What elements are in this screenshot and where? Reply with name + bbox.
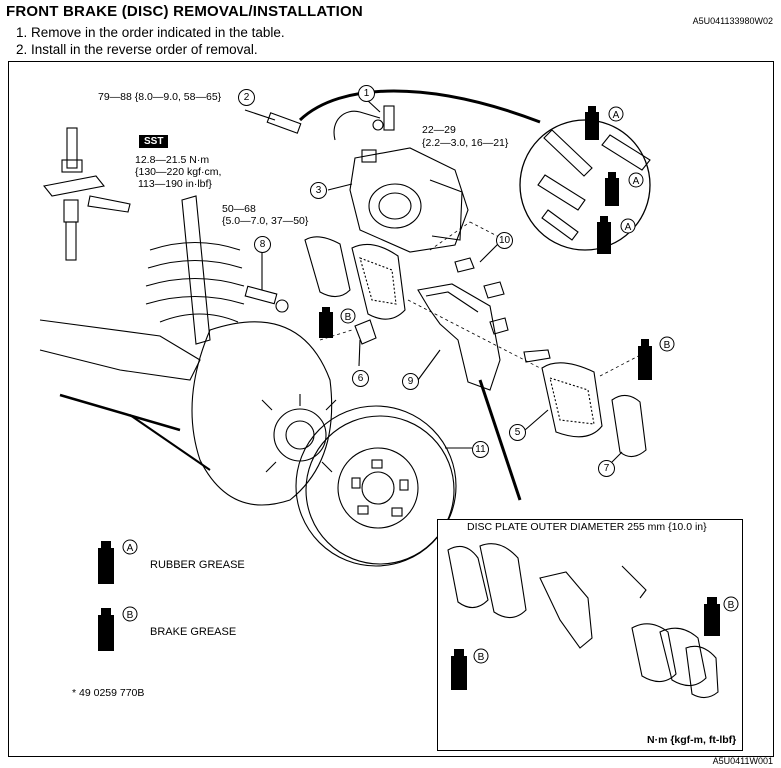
disc-lug-holes bbox=[351, 459, 409, 517]
grease-a-mark-2: A bbox=[605, 172, 644, 206]
diagram-frame bbox=[8, 61, 774, 757]
sst-badge: SST bbox=[139, 135, 169, 148]
disc-hat bbox=[337, 447, 419, 529]
clip-10b bbox=[483, 281, 505, 299]
bolt-2 bbox=[266, 112, 302, 134]
grease-b-mark-outer-pad: B bbox=[638, 336, 675, 380]
wheel-studs bbox=[261, 394, 337, 473]
grease-letter: A bbox=[127, 543, 134, 554]
grease-letter: B bbox=[127, 610, 134, 621]
legend-grease-a-icon: A bbox=[98, 539, 138, 584]
callout-6: 6 bbox=[352, 370, 369, 387]
step-2: 2. Install in the reverse order of remov… bbox=[16, 42, 258, 57]
inset-title: DISC PLATE OUTER DIAMETER 255 mm {10.0 i… bbox=[467, 521, 707, 533]
grease-letter: A bbox=[613, 110, 620, 121]
shim-left bbox=[304, 236, 351, 298]
clip-6 bbox=[354, 319, 377, 345]
document-id-top: A5U041133980W02 bbox=[692, 16, 773, 26]
mounting-support bbox=[417, 283, 501, 391]
grease-letter: A bbox=[633, 176, 640, 187]
caliper-drawing bbox=[349, 147, 469, 253]
grease-letter: B bbox=[478, 652, 485, 663]
washer-8 bbox=[275, 299, 289, 313]
callout-8: 8 bbox=[254, 236, 271, 253]
grease-letter: A bbox=[625, 222, 632, 233]
grease-letter: B bbox=[728, 600, 735, 611]
clip-10c bbox=[489, 317, 509, 335]
grease-letter: B bbox=[664, 340, 671, 351]
sst-tool-drawing bbox=[43, 127, 131, 261]
legend-rubber-grease: RUBBER GREASE bbox=[150, 559, 245, 571]
torque-bolt-8-line2: {5.0—7.0, 37—50} bbox=[222, 215, 309, 227]
caliper-hose-fitting bbox=[333, 110, 381, 141]
grease-letter: B bbox=[345, 312, 352, 323]
bolt-1 bbox=[383, 105, 395, 131]
callout-5: 5 bbox=[509, 424, 526, 441]
pad-right bbox=[541, 362, 603, 438]
callout-9: 9 bbox=[402, 373, 419, 390]
clip-10a bbox=[454, 257, 475, 273]
support-edge bbox=[425, 291, 479, 313]
hub bbox=[273, 408, 327, 462]
grease-b-mark-pads: B bbox=[319, 307, 356, 338]
shim-right bbox=[611, 394, 647, 458]
grease-a-mark-1: A bbox=[585, 106, 624, 140]
torque-bolt-8-line1: 50—68 bbox=[222, 203, 256, 215]
tool-number-note: * 49 0259 770B bbox=[72, 687, 145, 699]
strut-assembly bbox=[145, 195, 245, 345]
washer-1 bbox=[372, 119, 384, 131]
legend-grease-b-icon: B bbox=[98, 606, 138, 651]
lower-arm bbox=[39, 319, 201, 381]
torque-units-note: N·m {kgf-m, ft-lbf} bbox=[647, 734, 737, 746]
tie-rod bbox=[129, 414, 211, 471]
stabilizer-link bbox=[59, 393, 181, 432]
callout-11: 11 bbox=[472, 441, 489, 458]
detail-leader bbox=[478, 379, 522, 501]
callout-3: 3 bbox=[310, 182, 327, 199]
inset-grease-b-right: B bbox=[704, 596, 739, 636]
legend-brake-grease: BRAKE GREASE bbox=[150, 626, 237, 638]
torque-bolt-2: 79—88 {8.0—9.0, 58—65} bbox=[98, 91, 222, 103]
dust-shield bbox=[191, 321, 333, 506]
inset-grease-b-left: B bbox=[451, 648, 489, 690]
torque-bolt-1-line1: 22—29 bbox=[422, 124, 456, 136]
clip-right bbox=[523, 349, 551, 363]
instruction-steps: 1. Remove in the order indicated in the … bbox=[16, 24, 285, 58]
callout-10: 10 bbox=[496, 232, 513, 249]
callout-7: 7 bbox=[598, 460, 615, 477]
pad-left bbox=[351, 243, 406, 320]
grease-a-mark-3: A bbox=[597, 216, 636, 254]
brake-hose bbox=[298, 89, 541, 124]
torque-bolt-1-line2: {2.2—3.0, 16—21} bbox=[422, 137, 509, 149]
callout-2: 2 bbox=[238, 89, 255, 106]
torque-sst-line1: 12.8—21.5 N·m bbox=[135, 154, 210, 166]
pad-right-face bbox=[549, 377, 595, 425]
document-id-bottom: A5U0411W001 bbox=[712, 756, 773, 766]
callout-1: 1 bbox=[358, 85, 375, 102]
disc-plate bbox=[295, 405, 457, 567]
torque-sst-line2: {130—220 kgf·cm, bbox=[135, 166, 222, 178]
step-1: 1. Remove in the order indicated in the … bbox=[16, 25, 285, 40]
pad-left-face bbox=[359, 257, 397, 305]
inset-panel bbox=[437, 519, 743, 751]
guide-pin-details bbox=[537, 129, 651, 241]
page-title: FRONT BRAKE (DISC) REMOVAL/INSTALLATION bbox=[6, 3, 363, 20]
torque-sst-line3: 113—190 in·lbf} bbox=[138, 178, 212, 190]
bolt-8 bbox=[244, 285, 278, 305]
